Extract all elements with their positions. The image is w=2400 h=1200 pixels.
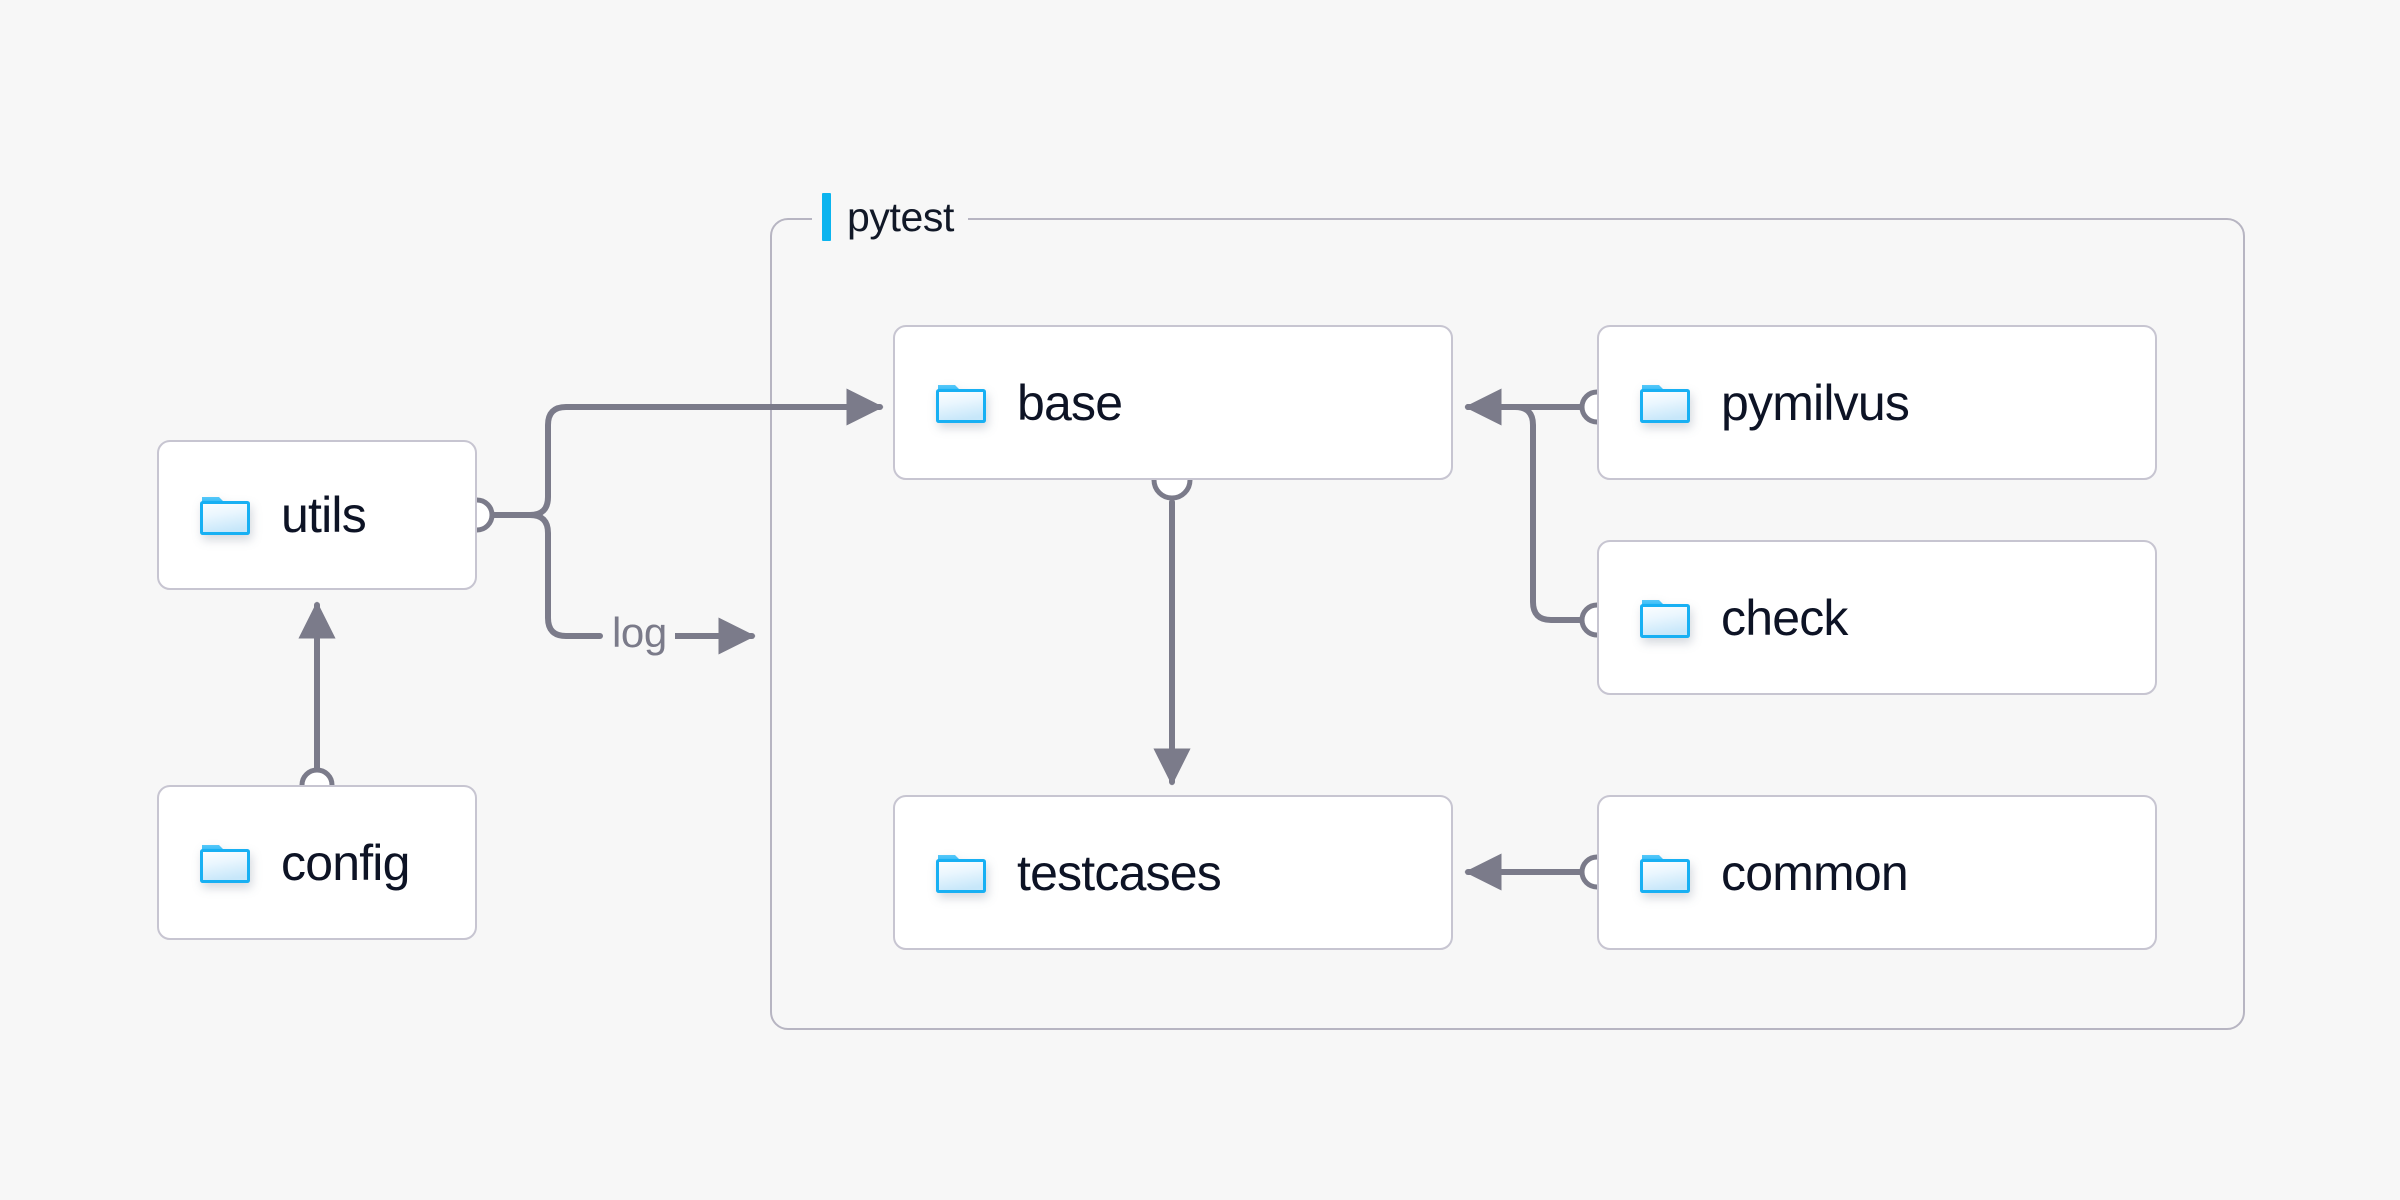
pytest-group-container[interactable]: [770, 218, 2245, 1030]
folder-icon: [1640, 599, 1690, 638]
folder-icon: [200, 844, 250, 883]
pytest-group-label-text: pytest: [847, 193, 954, 240]
pytest-group-label: pytest: [812, 190, 968, 244]
folder-icon: [200, 497, 250, 535]
node-label-base: base: [1017, 374, 1123, 431]
node-label-common: common: [1721, 844, 1909, 901]
edge-utils-to-log-stem: [489, 512, 603, 639]
edge-label-log: log: [604, 612, 675, 654]
node-base[interactable]: base: [893, 325, 1453, 480]
node-testcases[interactable]: testcases: [893, 795, 1453, 950]
node-check[interactable]: check: [1597, 540, 2157, 695]
folder-icon: [936, 384, 986, 423]
node-pymilvus[interactable]: pymilvus: [1597, 325, 2157, 480]
folder-icon: [1640, 854, 1690, 893]
node-config[interactable]: config: [157, 785, 477, 940]
node-label-utils: utils: [281, 487, 367, 543]
pytest-accent-bar: [822, 193, 831, 241]
folder-icon: [936, 854, 986, 893]
node-common[interactable]: common: [1597, 795, 2157, 950]
node-label-config: config: [281, 834, 410, 891]
node-label-pymilvus: pymilvus: [1721, 374, 1910, 431]
node-label-check: check: [1721, 589, 1848, 646]
node-utils[interactable]: utils: [157, 440, 477, 590]
folder-icon: [1640, 384, 1690, 423]
node-label-testcases: testcases: [1017, 844, 1222, 901]
